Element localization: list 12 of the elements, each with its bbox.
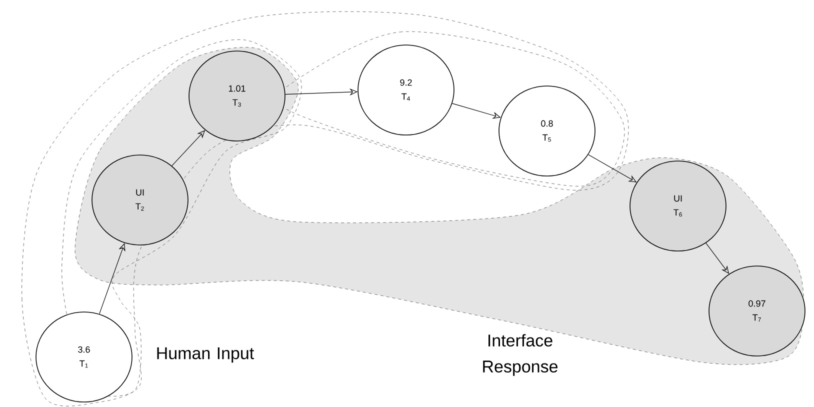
circle-node: 0.8 T$_{5}$ — [498, 86, 596, 176]
node-label: T$_{1}$ — [80, 360, 88, 368]
circle-node: 0.97 T$_{7}$ — [708, 266, 806, 356]
circle-node: UI T$_{6}$ — [630, 160, 726, 252]
region-label: Human Input — [157, 347, 254, 363]
arrow — [99, 243, 126, 314]
circle-node: 3.6 T$_{1}$ — [36, 312, 132, 402]
region-label: Interface Response — [483, 334, 558, 376]
node-label: 3.6 — [78, 346, 90, 353]
circle-node: 1.01 T$_{3}$ — [188, 50, 286, 142]
circle-node: 9.2 T$_{4}$ — [358, 44, 454, 136]
circle-node: UI T$_{2}$ — [92, 154, 188, 246]
